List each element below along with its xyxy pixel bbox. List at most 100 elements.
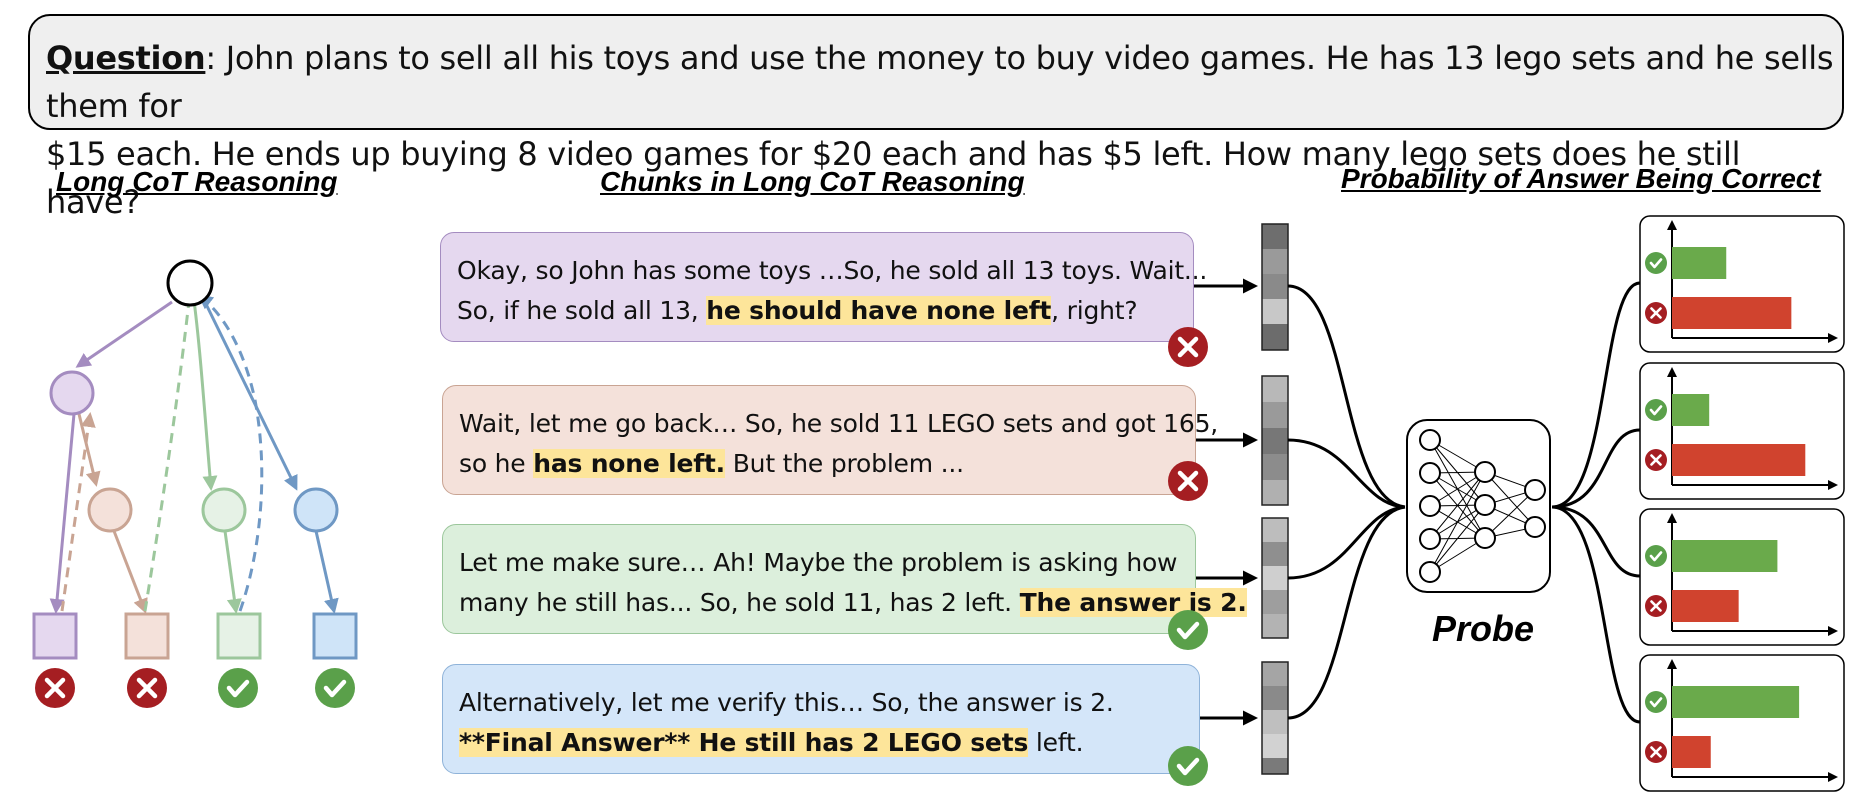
chart-panel-4-correct-icon xyxy=(1643,689,1669,715)
tree-node-blue xyxy=(293,487,339,533)
reasoning-tree xyxy=(32,259,358,708)
bar-1-to-probe-curve xyxy=(1287,284,1406,509)
chunk-4-highlight: **Final Answer** He still has 2 LEGO set… xyxy=(459,728,1029,757)
probe-network xyxy=(1406,419,1551,593)
chunk-2-text-end: But the problem ... xyxy=(724,449,964,478)
tree-leaf-3-correct-icon xyxy=(218,668,258,708)
chunk-2-highlight: has none left. xyxy=(533,449,725,478)
probe-to-panel-1-curve xyxy=(1551,281,1641,509)
chunk-3-line-2: many he still has... So, he sold 11, has… xyxy=(459,583,1247,623)
chunk-4-correct-icon xyxy=(1168,746,1208,786)
tree-edge-root-purple xyxy=(75,300,173,368)
chunk-4-line-2: **Final Answer** He still has 2 LEGO set… xyxy=(459,723,1199,763)
chart-panel-2-incorrect-icon xyxy=(1643,447,1669,473)
embedding-bar-4 xyxy=(1261,661,1289,775)
tree-edge-brown-leaf xyxy=(112,530,148,614)
tree-node-purple xyxy=(49,370,95,416)
tree-edge-blue-leaf xyxy=(314,530,339,614)
tree-leaf-3 xyxy=(216,612,262,660)
question-text-1: : John plans to sell all his toys and us… xyxy=(46,39,1834,125)
chunk-3-line-1: Let me make sure… Ah! Maybe the problem … xyxy=(459,548,1178,577)
chart-panel-4-bar-correct xyxy=(1672,686,1800,718)
chart-panel-1-bar-correct xyxy=(1672,247,1727,279)
chunk-box-4: Alternatively, let me verify this… So, t… xyxy=(442,664,1200,774)
tree-leaf-2-incorrect-icon xyxy=(127,668,167,708)
chart-panel-2-y-arrow xyxy=(1667,367,1677,377)
chunk-1-highlight: he should have none left xyxy=(706,296,1052,325)
chart-panel-4-y-arrow xyxy=(1667,659,1677,669)
probe-label: Probe xyxy=(1432,608,1535,649)
chunk-2-line-1: Wait, let me go back… So, he sold 11 LEG… xyxy=(459,409,1219,438)
probe-to-panel-4-curve xyxy=(1551,505,1641,724)
chunk-4-line-1: Alternatively, let me verify this… So, t… xyxy=(459,688,1114,717)
tree-node-green xyxy=(201,487,247,533)
tree-edge-root-blue xyxy=(203,301,298,491)
chunk-1-incorrect-icon xyxy=(1168,327,1208,367)
chart-panel-1-y-arrow xyxy=(1667,220,1677,230)
chunk-box-2: Wait, let me go back… So, he sold 11 LEG… xyxy=(442,385,1219,495)
chart-panel-3 xyxy=(1639,508,1845,646)
embedding-bar-1 xyxy=(1261,223,1289,351)
chart-panel-1-correct-icon xyxy=(1643,250,1669,276)
heading-probability: Probability of Answer Being Correct xyxy=(1341,163,1821,194)
chart-panel-4 xyxy=(1639,654,1845,792)
embedding-bar-3 xyxy=(1261,517,1289,639)
tree-edge-green-dashed xyxy=(143,289,197,612)
question-line-2: $15 each. He ends up buying 8 video game… xyxy=(46,135,1741,221)
chart-panel-4-incorrect-icon xyxy=(1643,739,1669,765)
embedding-bar-2 xyxy=(1261,375,1289,506)
bar-2-to-probe-curve xyxy=(1287,438,1406,509)
chunk-2-line-2: so he has none left. But the problem ... xyxy=(459,444,1195,484)
chunk-2-text: so he xyxy=(459,449,534,478)
tree-edge-root-green xyxy=(190,285,218,491)
chart-panel-1 xyxy=(1639,215,1845,353)
chunk-1-text: So, if he sold all 13, xyxy=(457,296,707,325)
chart-panel-2-bar-incorrect xyxy=(1672,444,1806,476)
chunk-4-text-end: left. xyxy=(1028,728,1084,757)
bar-3-to-probe-curve xyxy=(1287,505,1406,580)
tree-node-brown xyxy=(87,487,133,533)
tree-root-node xyxy=(166,259,214,307)
chart-panel-2-correct-icon xyxy=(1643,397,1669,423)
chunk-3-highlight: The answer is 2. xyxy=(1019,588,1247,617)
chart-panel-2-bar-correct xyxy=(1672,394,1710,426)
chunk-box-1: Okay, so John has some toys …So, he sold… xyxy=(440,232,1208,342)
probe-to-panel-2-curve xyxy=(1551,428,1641,509)
question-line-1: Question: John plans to sell all his toy… xyxy=(46,34,1842,130)
chart-panel-1-incorrect-icon xyxy=(1643,300,1669,326)
tree-leaf-4 xyxy=(312,612,358,660)
tree-leaf-1-incorrect-icon xyxy=(35,668,75,708)
chart-panel-3-incorrect-icon xyxy=(1643,593,1669,619)
chunk-1-line-1: Okay, so John has some toys …So, he sold… xyxy=(457,256,1208,285)
tree-edge-blue-dashed xyxy=(197,294,264,612)
chart-panel-4-bar-incorrect xyxy=(1672,736,1711,768)
chunk-3-correct-icon xyxy=(1168,610,1208,650)
chunk-box-3: Let me make sure… Ah! Maybe the problem … xyxy=(442,524,1247,634)
chunk-1-line-2: So, if he sold all 13, he should have no… xyxy=(457,291,1193,331)
chunk-2-incorrect-icon xyxy=(1168,461,1208,501)
chunk-3-text: many he still has... So, he sold 11, has… xyxy=(459,588,1020,617)
chart-panel-3-bar-incorrect xyxy=(1672,590,1739,622)
chart-panel-3-x-arrow xyxy=(1828,626,1838,636)
probe-to-panel-3-curve xyxy=(1551,505,1641,578)
heading-chunks: Chunks in Long CoT Reasoning xyxy=(600,166,1025,197)
probability-charts xyxy=(1639,215,1845,792)
tree-leaf-2 xyxy=(124,612,170,660)
chunk-1-text-end: , right? xyxy=(1051,296,1138,325)
tree-edge-purple-leaf xyxy=(49,413,76,614)
chart-panel-2-x-arrow xyxy=(1828,480,1838,490)
chart-panel-3-bar-correct xyxy=(1672,540,1778,572)
question-label: Question xyxy=(46,39,206,77)
chart-panel-3-correct-icon xyxy=(1643,543,1669,569)
chart-panel-4-x-arrow xyxy=(1828,772,1838,782)
heading-long-cot: Long CoT Reasoning xyxy=(56,166,338,197)
tree-leaf-4-correct-icon xyxy=(315,668,355,708)
question-box: Question: John plans to sell all his toy… xyxy=(28,14,1844,221)
tree-leaf-1 xyxy=(32,612,78,660)
chart-panel-3-y-arrow xyxy=(1667,513,1677,523)
tree-edge-green-leaf xyxy=(223,530,242,614)
chart-panel-2 xyxy=(1639,362,1845,500)
bar-4-to-probe-curve xyxy=(1287,505,1406,720)
chart-panel-1-bar-incorrect xyxy=(1672,297,1792,329)
